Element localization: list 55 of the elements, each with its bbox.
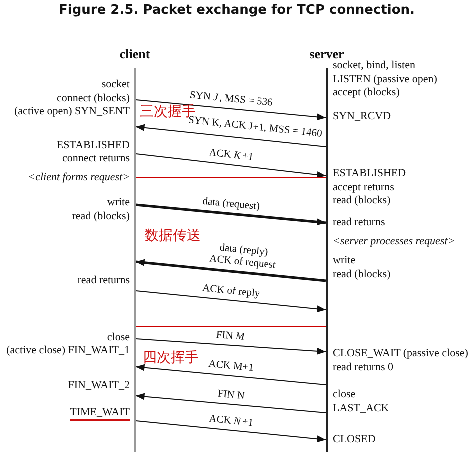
column-heading: client bbox=[120, 48, 150, 60]
message-arrow bbox=[136, 154, 326, 178]
message-arrow bbox=[136, 420, 326, 443]
timeline-label: connect returns bbox=[62, 152, 130, 166]
timeline-label: LAST_ACK bbox=[333, 402, 390, 416]
timeline-label: connect (blocks) bbox=[57, 92, 130, 106]
timeline-label: accept (blocks) bbox=[333, 86, 400, 100]
timeline-label: (active close) FIN_WAIT_1 bbox=[6, 344, 130, 358]
message-arrow bbox=[136, 393, 326, 414]
edge-label: ACK N+1 bbox=[208, 413, 254, 430]
edge-label: data (reply) ACK of request bbox=[208, 241, 278, 272]
timeline-label: CLOSED bbox=[333, 434, 376, 446]
message-arrow bbox=[136, 259, 326, 282]
timeline-label: read (blocks) bbox=[333, 268, 391, 282]
message-arrow bbox=[136, 338, 326, 355]
separator-line bbox=[136, 326, 326, 328]
lifeline bbox=[326, 68, 328, 452]
column-heading: server bbox=[310, 48, 344, 60]
timeline-label: read returns bbox=[78, 274, 130, 288]
edge-label: FIN M bbox=[216, 330, 246, 344]
timeline-label: read returns bbox=[333, 216, 386, 230]
phase-label: 数据传送 bbox=[145, 228, 201, 244]
timeline-label: read (blocks) bbox=[333, 194, 391, 208]
edge-label: ACK of reply bbox=[202, 282, 261, 300]
timeline-label: SYN_RCVD bbox=[333, 110, 392, 124]
edge-label: FIN N bbox=[217, 388, 246, 403]
message-arrow bbox=[136, 100, 326, 121]
timeline-label: close bbox=[333, 388, 356, 402]
edge-label: data (request) bbox=[202, 196, 260, 214]
timeline-label: accept returns bbox=[333, 182, 394, 194]
timeline-label: CLOSE_WAIT (passive close) bbox=[333, 348, 468, 360]
edge-label: ACK K+1 bbox=[208, 148, 254, 165]
timeline-label: read (blocks) bbox=[72, 210, 130, 224]
timeline-label: TIME_WAIT bbox=[70, 406, 130, 422]
message-arrow bbox=[136, 124, 326, 148]
timeline-label: ESTABLISHED bbox=[333, 168, 406, 180]
timeline-label: LISTEN (passive open) bbox=[333, 74, 438, 86]
timeline-label: close bbox=[107, 332, 130, 344]
timeline-label: write bbox=[333, 254, 356, 268]
timeline-label: write bbox=[107, 196, 130, 210]
figure-title: Figure 2.5. Packet exchange for TCP connection. bbox=[58, 3, 416, 18]
edge-label: ACK M+1 bbox=[208, 358, 254, 376]
timeline-label: socket, bind, listen bbox=[333, 60, 416, 72]
lifeline bbox=[134, 68, 136, 452]
note-label: <server processes request> bbox=[333, 236, 456, 248]
timeline-label: FIN_WAIT_2 bbox=[68, 380, 130, 392]
message-arrow bbox=[136, 204, 326, 226]
phase-label: 四次挥手 bbox=[143, 350, 199, 366]
message-arrow bbox=[136, 290, 326, 313]
timeline-label: (active open) SYN_SENT bbox=[14, 106, 130, 118]
timeline-label: ESTABLISHED bbox=[56, 140, 130, 152]
timeline-label: socket bbox=[102, 78, 130, 92]
timeline-label: read returns 0 bbox=[333, 362, 394, 374]
note-label: <client forms request> bbox=[28, 172, 130, 184]
message-arrow bbox=[136, 364, 326, 386]
